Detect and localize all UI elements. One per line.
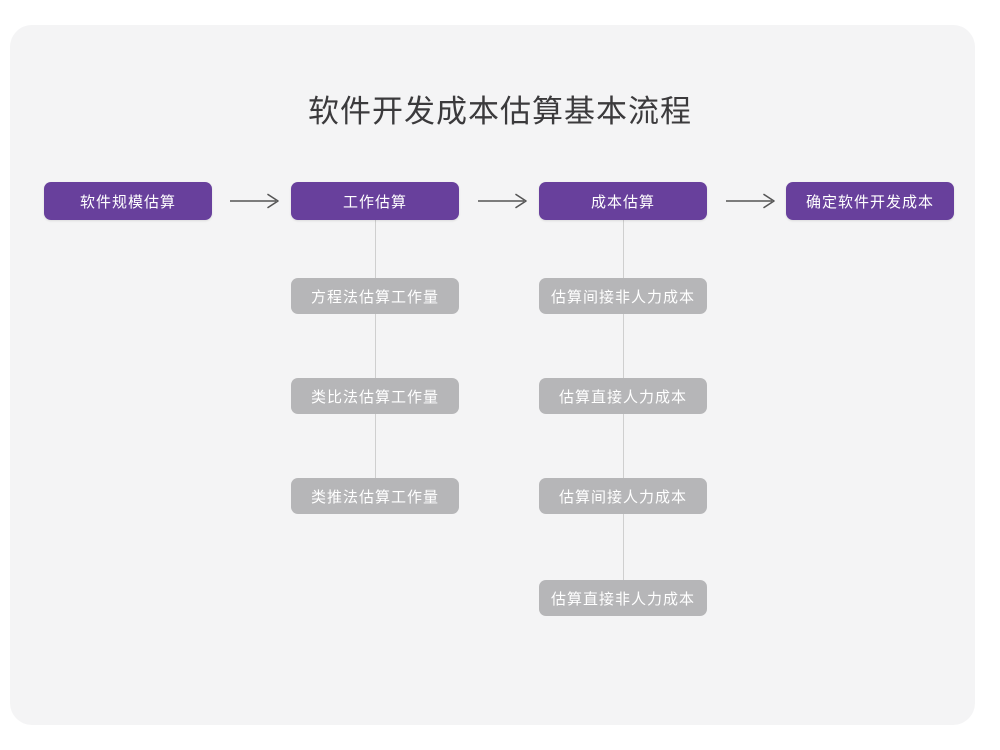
substep-node-direct-nonlabor-cost[interactable]: 估算直接非人力成本: [539, 580, 707, 616]
diagram-canvas: [10, 25, 975, 725]
arrow-stage-2-to-3: [476, 190, 530, 212]
connector-line-col3-seg1: [623, 212, 624, 290]
substep-node-direct-labor-cost[interactable]: 估算直接人力成本: [539, 378, 707, 414]
connector-line-col3-seg2: [623, 312, 624, 384]
substep-node-inference-method-workload[interactable]: 类推法估算工作量: [291, 478, 459, 514]
arrow-stage-3-to-4: [724, 190, 778, 212]
substep-node-analogy-method-workload[interactable]: 类比法估算工作量: [291, 378, 459, 414]
arrow-stage-1-to-2: [228, 190, 282, 212]
connector-line-col3-seg4: [623, 512, 624, 586]
stage-node-determine-development-cost[interactable]: 确定软件开发成本: [786, 182, 954, 220]
substep-node-equation-method-workload[interactable]: 方程法估算工作量: [291, 278, 459, 314]
connector-line-col2-seg1: [375, 212, 376, 290]
page-title: 软件开发成本估算基本流程: [308, 94, 692, 129]
substep-node-indirect-labor-cost[interactable]: 估算间接人力成本: [539, 478, 707, 514]
stage-node-cost-estimation[interactable]: 成本估算: [539, 182, 707, 220]
connector-line-col3-seg3: [623, 412, 624, 484]
substep-node-indirect-nonlabor-cost[interactable]: 估算间接非人力成本: [539, 278, 707, 314]
stage-node-work-estimation[interactable]: 工作估算: [291, 182, 459, 220]
stage-node-software-scale-estimation[interactable]: 软件规模估算: [44, 182, 212, 220]
connector-line-col2-seg3: [375, 412, 376, 484]
connector-line-col2-seg2: [375, 312, 376, 384]
